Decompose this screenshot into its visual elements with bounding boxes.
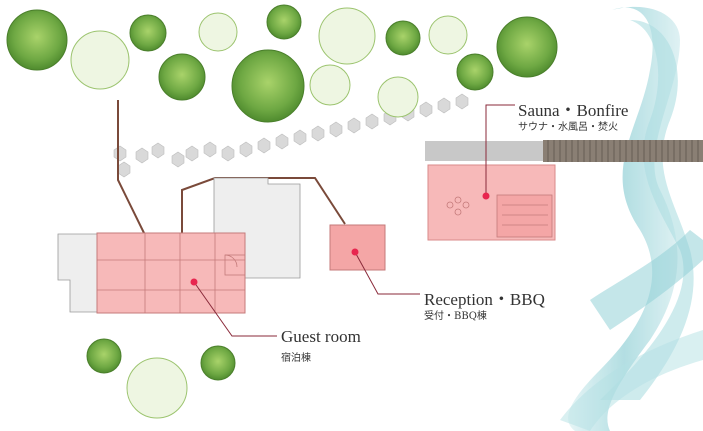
leader-lines <box>193 104 515 337</box>
stepping-stones <box>113 93 469 178</box>
sauna-label: Sauna・Bonfire <box>518 101 629 120</box>
reception-label-jp: 受付・BBQ棟 <box>424 311 487 322</box>
boardwalk <box>425 140 703 162</box>
sauna-label-jp: サウナ・水風呂・焚火 <box>518 122 618 133</box>
reception-building <box>329 224 386 271</box>
sauna-building <box>427 164 556 241</box>
light-trees <box>70 7 468 419</box>
guest-room-building <box>96 232 246 314</box>
guest-room-label: Guest room <box>281 327 361 346</box>
river <box>560 6 703 431</box>
existing-buildings <box>57 177 301 313</box>
location-markers <box>190 192 490 286</box>
reception-label: Reception・BBQ <box>424 290 545 309</box>
guest-room-label-jp: 宿泊棟 <box>281 353 311 364</box>
trees <box>6 4 558 381</box>
